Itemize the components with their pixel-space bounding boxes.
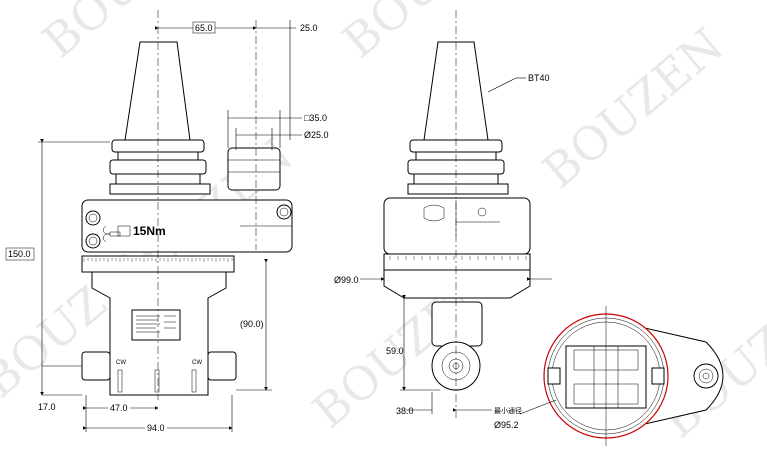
side-block — [227, 147, 281, 191]
spindle-neck — [431, 301, 483, 347]
dim-bore: Ø25.0 — [304, 130, 329, 140]
dim-bottom-width: 38.0 — [396, 406, 414, 416]
dim-total-width: 94.0 — [147, 423, 165, 433]
flange-ring — [109, 183, 211, 195]
note-min-bore-value: Ø95.2 — [494, 420, 519, 430]
torque-label: 15Nm — [133, 224, 166, 238]
bolt — [88, 236, 98, 246]
watermark-text: BOUZEN — [532, 18, 733, 199]
flange-ring — [407, 183, 509, 195]
watermark-text: BOUZEN — [32, 0, 233, 68]
bolt — [279, 207, 289, 217]
note-min-bore-label: 最小通径 — [494, 406, 522, 415]
dim-diameter: Ø99.0 — [334, 275, 359, 285]
spindle-mark: CW — [192, 360, 202, 366]
front-view: 15Nm CW — [5, 10, 329, 433]
dim-top-offset: 65.0 — [195, 23, 213, 33]
spindle-mark: CW — [116, 360, 126, 366]
spindle-left — [81, 351, 111, 381]
scale-ticks — [83, 258, 233, 262]
dim-mid-width: 47.0 — [110, 403, 128, 413]
dim-bottom-left: 17.0 — [38, 402, 56, 412]
dim-lower-height: 59.0 — [386, 346, 404, 356]
bottom-view: 最小通径 Ø95.2 — [494, 306, 724, 446]
taper-shank — [124, 41, 191, 141]
dim-lower-height: (90.0) — [240, 319, 264, 329]
watermark-text: BOUZEN — [332, 0, 533, 68]
dim-height: 150.0 — [8, 249, 31, 259]
bolt — [88, 213, 98, 223]
dim-top-right: 25.0 — [300, 23, 318, 33]
spindle-right — [207, 351, 237, 381]
wrench-icon — [102, 225, 121, 243]
main-housing — [383, 197, 531, 255]
arm-bolt — [693, 363, 719, 389]
bolt — [85, 210, 101, 226]
bolt — [276, 204, 292, 220]
dim-square: □35.0 — [304, 113, 327, 123]
nameplate — [131, 309, 181, 341]
callout-bt40: BT40 — [528, 73, 550, 83]
side-view: BT40 Ø99.0 59.0 38.0 — [334, 10, 552, 420]
bolt — [85, 233, 101, 249]
